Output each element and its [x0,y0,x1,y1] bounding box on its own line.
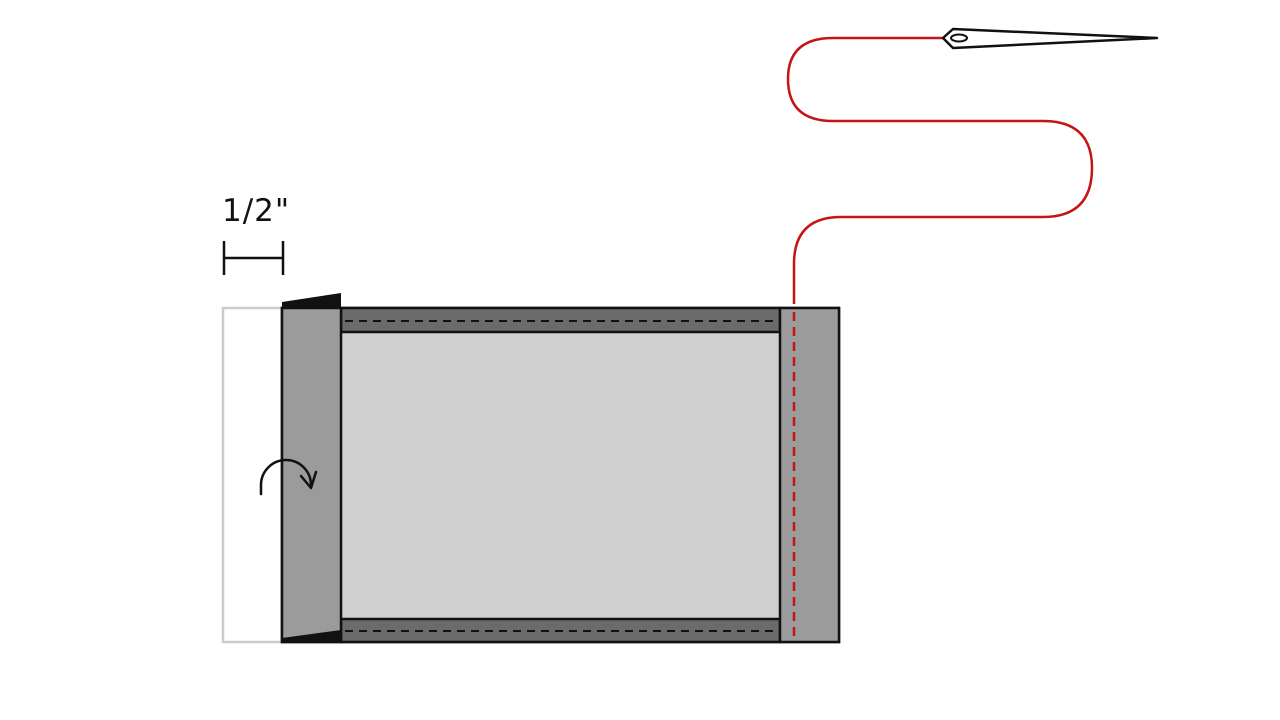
left-hem-fold [280,306,343,644]
unfolded-edge-outline [221,306,284,644]
left-hem-fold-bottom-corner [282,630,341,642]
measurement-label: 1/2" [222,193,290,229]
fabric-panel [280,293,841,644]
fabric-face [280,306,841,644]
right-hem [778,306,841,644]
left-hem-fold-top-corner [282,293,341,308]
thread [786,36,1094,304]
measurement-indicator: 1/2" [222,193,290,275]
curved-arrow-icon [259,458,318,496]
needle-icon [941,27,1159,50]
